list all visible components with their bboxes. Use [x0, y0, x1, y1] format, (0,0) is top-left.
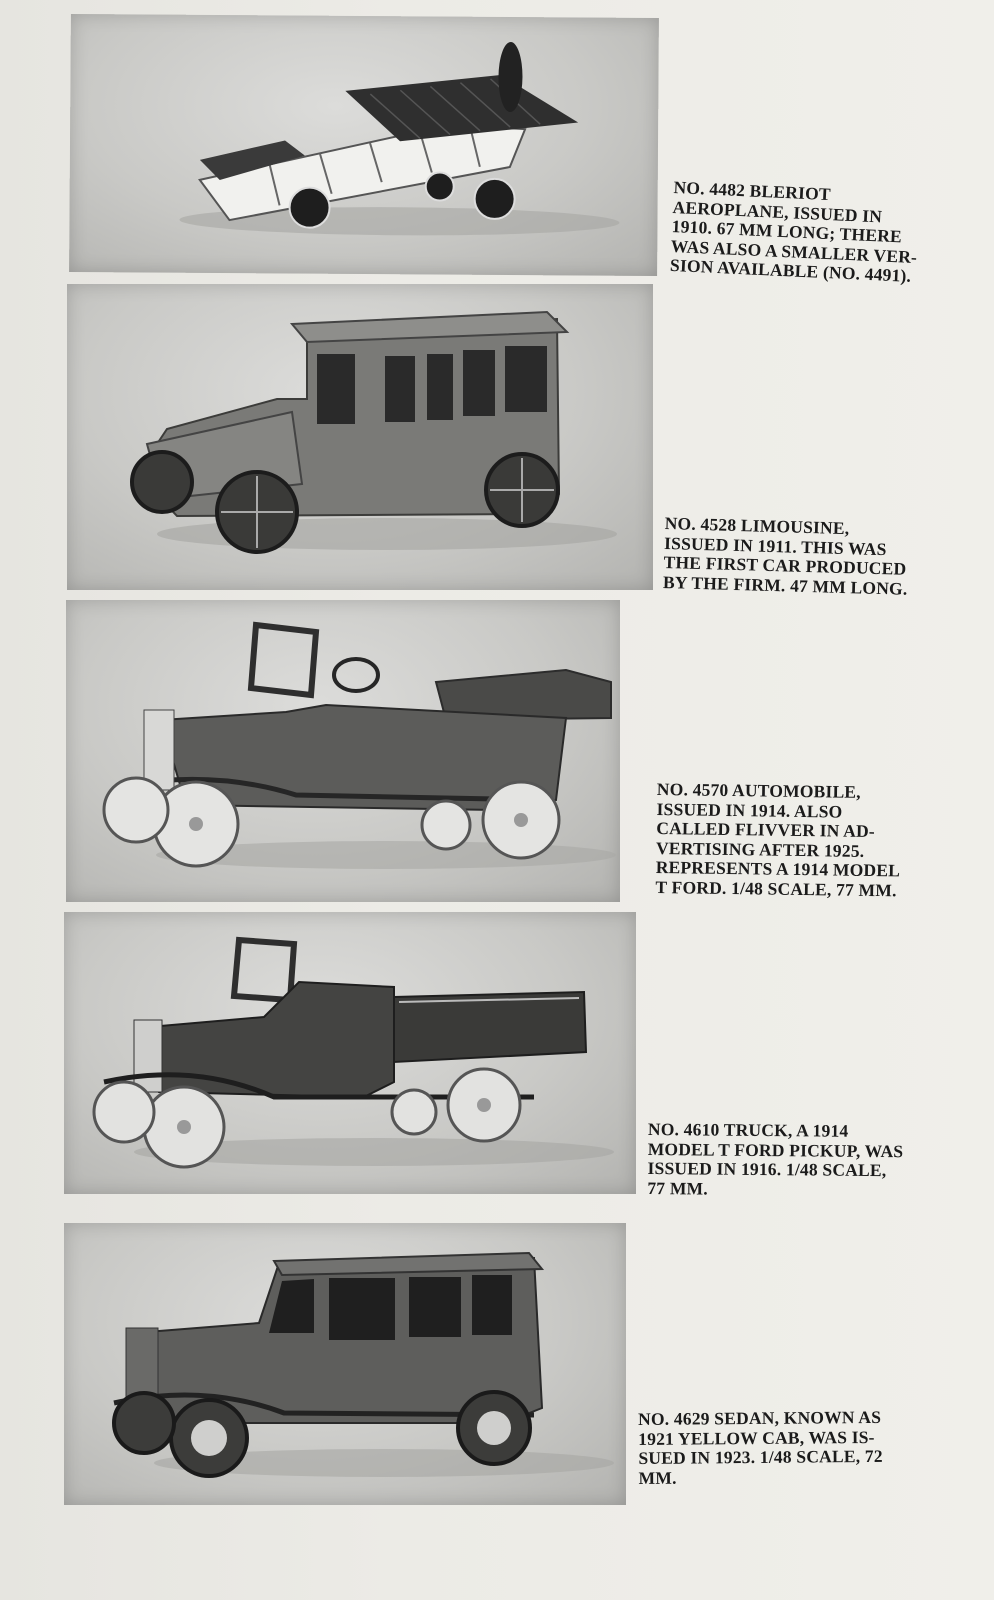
caption-bleriot-aeroplane: NO. 4482 BLERIOT AEROPLANE, ISSUED IN 19… [669, 177, 918, 286]
caption-truck: NO. 4610 TRUCK, A 1914 MODEL T FORD PICK… [647, 1119, 904, 1199]
photo-sedan [64, 1223, 626, 1505]
caption-sedan: NO. 4629 SEDAN, KNOWN AS 1921 YELLOW CAB… [637, 1406, 883, 1488]
caption-limousine: NO. 4528 LIMOUSINE, ISSUED IN 1911. THIS… [662, 513, 908, 599]
photo-bleriot-aeroplane [69, 13, 659, 277]
photo-truck [64, 912, 636, 1194]
caption-automobile: NO. 4570 AUTOMOBILE, ISSUED IN 1914. ALS… [655, 779, 901, 900]
photo-automobile [66, 600, 620, 902]
photo-limousine [67, 284, 653, 590]
